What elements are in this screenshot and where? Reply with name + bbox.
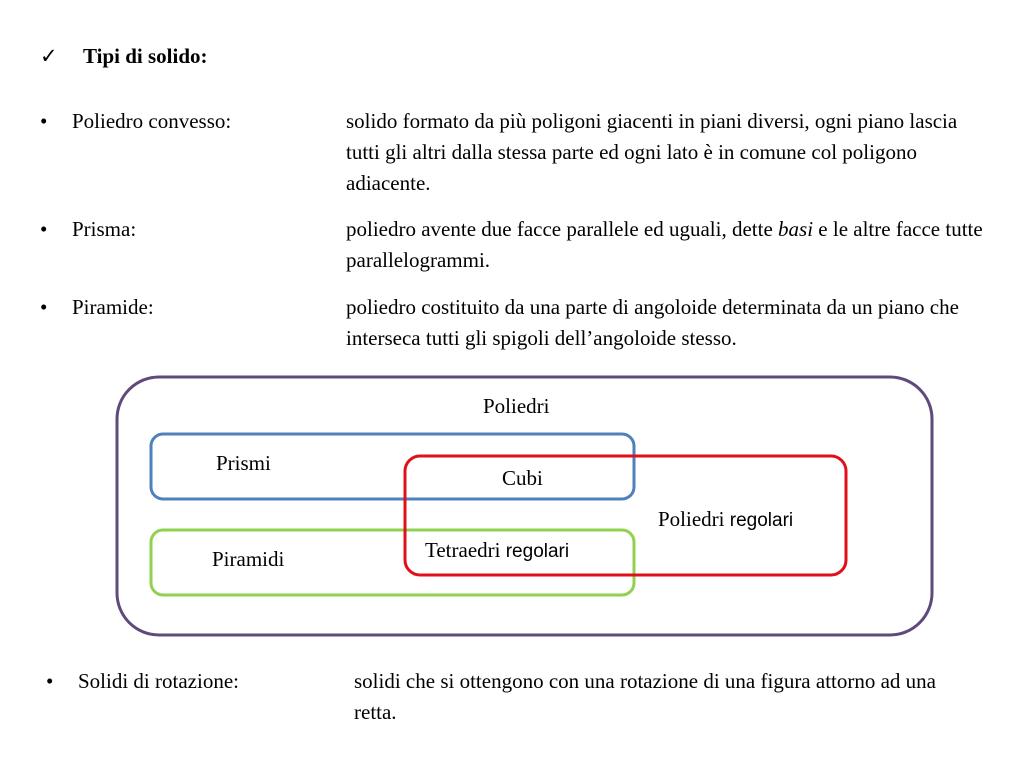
prismi-box: [149, 432, 636, 501]
label-poliedri-regolari-part2: regolari: [729, 510, 794, 531]
description-solidi-rotazione: solidi che si ottengono con una rotazion…: [354, 669, 937, 724]
label-tetraedri-regolari-part1: Tetraedri: [425, 538, 506, 562]
poliedri-box: [115, 375, 934, 637]
label-poliedri-regolari: Poliedri regolari: [658, 507, 793, 532]
term-piramide: Piramide:: [72, 295, 154, 319]
label-prismi: Prismi: [216, 451, 271, 475]
label-poliedri-regolari-part1: Poliedri: [658, 507, 730, 531]
bullet: •: [46, 669, 54, 693]
description-prisma: poliedro avente due facce parallele ed u…: [346, 214, 986, 276]
heading-text: Tipi di solido:: [83, 44, 208, 68]
description-piramide: poliedro costituito da una parte di ango…: [346, 295, 959, 350]
bullet: •: [40, 109, 48, 133]
term-poliedro-convesso: Poliedro convesso:: [72, 109, 232, 133]
description-prisma-part1: poliedro avente due facce parallele ed u…: [346, 217, 779, 241]
label-cubi: Cubi: [502, 466, 543, 490]
bullet: •: [40, 295, 48, 319]
description-poliedro-convesso: solido formato da più poligoni giacenti …: [346, 109, 958, 195]
label-piramidi: Piramidi: [212, 547, 285, 571]
term-solidi-rotazione: Solidi di rotazione:: [78, 669, 239, 693]
description-prisma-italic: basi: [778, 217, 814, 241]
label-tetraedri-regolari: Tetraedri regolari: [425, 538, 569, 563]
description-prisma-part2: e le altre facce tutte parallelogrammi.: [346, 217, 983, 272]
checkmark-icon: ✓: [40, 44, 58, 68]
label-tetraedri-regolari-part2: regolari: [505, 541, 570, 562]
poliedri-regolari-box: [403, 454, 848, 577]
label-poliedri: Poliedri: [483, 394, 550, 418]
heading: ✓ Tipi di solido:: [40, 44, 208, 69]
bullet: •: [40, 217, 48, 241]
piramidi-box: [149, 528, 636, 597]
term-prisma: Prisma:: [72, 217, 137, 241]
